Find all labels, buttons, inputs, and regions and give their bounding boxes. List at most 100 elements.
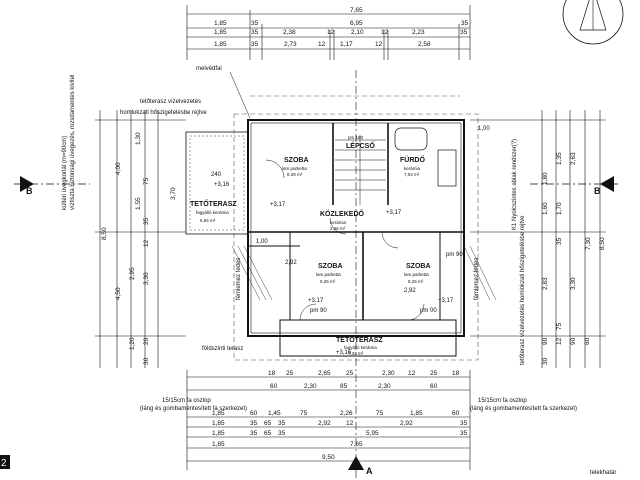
dim-label: 25 — [430, 370, 438, 377]
dim-label: 60 — [250, 410, 258, 417]
room-teterasz-2: TETŐTERASZ fagyálló kerámia 7,32 m² — [336, 335, 383, 356]
drainage-note: tetőterasz vízelvezetés homlokzati hőszi… — [520, 215, 526, 365]
dim-label: 12 — [381, 29, 389, 36]
dim-label: 12 — [346, 420, 354, 427]
room-szoba-1: SZOBA lam.parketta 8,39 m² — [282, 157, 309, 177]
dim-label: 65 — [264, 420, 272, 427]
room-teterasz-1: TETŐTERASZ fagyálló kerámia 6,84 m² — [190, 199, 237, 223]
misc-label: 1,00 — [478, 126, 490, 132]
glass-railing-note: víztiszta biztonsági üvegezés, rozsdamen… — [70, 75, 76, 210]
room-area: 8,25 m² — [320, 279, 336, 284]
dim-label: 35 — [278, 430, 286, 437]
building-walls — [185, 119, 497, 357]
page-marker: 2 — [1, 458, 7, 469]
level-label: +3,17 — [308, 298, 324, 304]
dim-label: 7,30 — [585, 237, 592, 250]
room-furdo: FÜRDŐ kerámia 7,04 m² — [400, 155, 425, 177]
dim-label: 35 — [250, 430, 258, 437]
dim-label: 4,50 — [115, 287, 122, 300]
dim-label: 90 — [542, 337, 549, 345]
glass-railing-note: kültéri üvegkorlát (m=90cm) — [62, 136, 68, 210]
misc-label: pm 90 — [310, 308, 327, 314]
roof-cover-label: fémlemez fedés — [236, 258, 242, 300]
dim-label: 1,55 — [135, 197, 142, 210]
level-label: +3,17 — [270, 202, 286, 208]
misc-label: 1,00 — [256, 239, 268, 245]
dim-label: 1,70 — [556, 202, 563, 215]
room-name: SZOBA — [284, 157, 309, 164]
dim-label: 2,92 — [318, 420, 331, 427]
room-name: TETŐTERASZ — [190, 199, 237, 208]
dim-label: 30 — [143, 357, 150, 365]
dim-label: 1,85 — [212, 420, 225, 427]
misc-label: 240 — [211, 172, 222, 178]
dim-label: 1,35 — [556, 152, 563, 165]
dim-label: 12 — [327, 29, 335, 36]
room-lepcso: pm 180 LÉPCSŐ — [346, 135, 375, 150]
room-area: 7,32 m² — [348, 351, 364, 356]
room-area: 2,66 m² — [330, 226, 346, 231]
dim-label: 2,30 — [304, 383, 317, 390]
dim-label: 35 — [250, 420, 258, 427]
dim-label: 35 — [460, 420, 468, 427]
section-label-left: B — [26, 186, 33, 196]
dim-label: 35 — [556, 237, 563, 245]
dim-label: 5,95 — [366, 430, 379, 437]
dim-label: 9,50 — [322, 454, 335, 461]
dim-label: 2,30 — [382, 370, 395, 377]
dim-label: 2,30 — [378, 383, 391, 390]
room-floor: fagyálló kerámia — [344, 345, 377, 350]
north-arrow-icon — [562, 0, 624, 45]
column-notes: 15/15cm fa oszlop (láng és gombamentesít… — [140, 398, 577, 412]
room-floor: lam.parketta — [404, 272, 429, 277]
dim-label: 65 — [264, 430, 272, 437]
level-label: +3,17 — [386, 210, 402, 216]
insulation-note: homlokzati hőszigetelésbe rejtve — [120, 110, 207, 116]
roof-cover-label: fémlemez fedés — [474, 258, 480, 300]
dim-label: 8,50 — [599, 237, 606, 250]
dim-label: 18 — [452, 370, 460, 377]
dim-label: 30 — [542, 357, 549, 365]
dim-label: 2,83 — [542, 277, 549, 290]
section-label-bottom: A — [366, 466, 373, 476]
room-area: 6,84 m² — [200, 218, 216, 223]
dim-label: 35 — [251, 41, 259, 48]
dim-label: 25 — [286, 370, 294, 377]
dim-label: 35 — [251, 20, 259, 27]
section-label-right: B — [594, 186, 601, 196]
dim-label: 2,10 — [351, 29, 364, 36]
dim-label: 2,38 — [283, 29, 296, 36]
dim-label: 35 — [143, 217, 150, 225]
dim-label: 2,26 — [340, 410, 353, 417]
dim-label: 12 — [375, 41, 383, 48]
right-dimensions — [470, 110, 606, 368]
room-kozlekedo: KÖZLEKEDŐ kerámia 2,66 m² — [320, 209, 365, 231]
room-floor: fagyálló kerámia — [196, 210, 229, 215]
dim-label: 35 — [460, 29, 468, 36]
dim-label: 3,30 — [143, 272, 150, 285]
section-arrow-icon — [20, 176, 34, 192]
top-notes: melvédfal tetőterasz vízelvezetés homlok… — [120, 66, 251, 119]
window-note: K1 Nyolcszintes ablak rendszer(?) — [512, 139, 518, 230]
column-note: 15/15cm fa oszlop — [162, 398, 211, 404]
dim-label: 1,45 — [268, 410, 281, 417]
room-area: 8,39 m² — [287, 172, 303, 177]
dim-label: 75 — [376, 410, 384, 417]
dim-label: 12 — [556, 337, 563, 345]
misc-labels: 240 2,92 2,92 1,00 1,00 pm 90 pm 90 féml… — [202, 126, 490, 352]
level-label: +3,16 — [336, 350, 352, 356]
ground-terrace-label: földszinti terasz — [202, 346, 243, 352]
section-arrow-icon — [600, 176, 614, 192]
dim-label: 75 — [556, 322, 563, 330]
room-area: 7,04 m² — [404, 172, 420, 177]
boundary-note: telekhatár — [590, 470, 616, 476]
dim-label: 1,85 — [214, 29, 227, 36]
room-name: LÉPCSŐ — [346, 141, 375, 150]
section-arrow-icon — [348, 456, 364, 470]
left-dimensions — [95, 110, 186, 368]
dim-label: 1,85 — [214, 41, 227, 48]
parapet-note: melvédfal — [196, 66, 222, 72]
dim-label: 1,60 — [542, 202, 549, 215]
drainage-note: tetőterasz vízelvezetés — [140, 99, 201, 105]
